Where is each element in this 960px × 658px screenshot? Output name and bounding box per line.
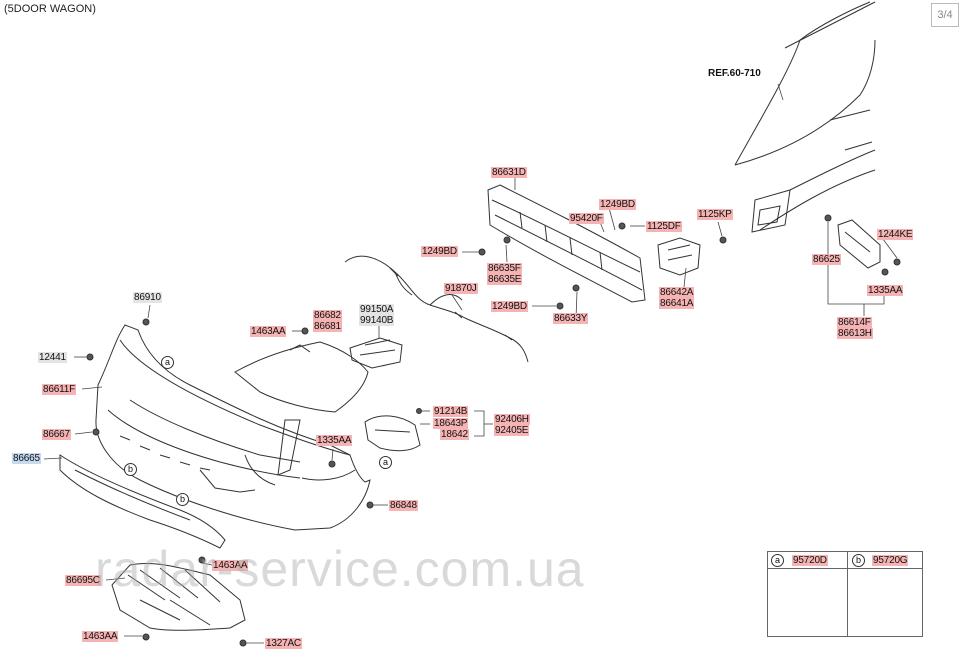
part-label-86614F[interactable]: 86614F [837,317,872,328]
legend-divider [847,552,848,636]
watermark: radar-service.com.ua [95,541,585,597]
callout-a-upper: a [161,356,174,369]
part-label-86642A[interactable]: 86642A [659,287,695,298]
legend-header-line [768,568,922,569]
under-cover [111,562,246,631]
part-label-86641A[interactable]: 86641A [659,298,695,309]
part-label-86635F[interactable]: 86635F [487,263,522,274]
part-label-86695C[interactable]: 86695C [65,575,101,586]
diagram-title: (5DOOR WAGON) [4,3,96,15]
sensor-legend: a 95720D b 95720G [767,551,923,637]
part-label-86631D[interactable]: 86631D [491,167,527,178]
part-label-92405E[interactable]: 92405E [494,425,530,436]
part-label-1463AA-lower[interactable]: 1463AA [82,631,119,642]
part-label-92406H[interactable]: 92406H [494,414,530,425]
wiring-harness [344,255,529,363]
part-label-12441[interactable]: 12441 [38,352,67,363]
part-label-86633Y[interactable]: 86633Y [553,313,589,324]
part-label-1463AA-upper[interactable]: 1463AA [212,560,249,571]
part-label-1125KP[interactable]: 1125KP [697,209,733,220]
part-label-1463AA-garnish[interactable]: 1463AA [250,326,287,337]
part-label-86635E[interactable]: 86635E [487,274,523,285]
part-label-1249BD-lower[interactable]: 1249BD [491,301,528,312]
part-label-99150A[interactable]: 99150A [359,304,395,315]
part-label-91214B[interactable]: 91214B [433,406,469,417]
legend-b-marker: b [852,554,865,567]
lower-spoiler [59,454,226,549]
rear-fog-lamp [364,415,421,452]
part-label-86667[interactable]: 86667 [42,429,71,440]
beam-bracket [657,237,701,276]
part-label-86910[interactable]: 86910 [133,292,162,303]
part-label-86682[interactable]: 86682 [313,310,342,321]
parking-sensor-bracket [349,337,403,369]
part-label-99140B[interactable]: 99140B [359,315,395,326]
part-label-86625[interactable]: 86625 [812,254,841,265]
part-label-1249BD-left[interactable]: 1249BD [421,246,458,257]
fasteners [86,214,901,647]
callout-a-lower: a [379,456,392,469]
part-label-86681[interactable]: 86681 [313,321,342,332]
bumper-beam [487,184,646,303]
part-label-86613H[interactable]: 86613H [837,328,873,339]
bumper-cover [95,324,371,531]
side-bracket [837,219,881,269]
part-label-18642[interactable]: 18642 [440,429,469,440]
part-label-1335AA-bumper[interactable]: 1335AA [316,435,353,446]
part-label-1249BD-top[interactable]: 1249BD [599,199,636,210]
page-indicator: 3/4 [931,3,959,27]
legend-a-marker: a [771,554,784,567]
part-label-1125DF[interactable]: 1125DF [646,221,682,232]
part-label-95720G[interactable]: 95720G [872,555,909,566]
part-label-86665[interactable]: 86665 [12,453,41,464]
callout-b-upper: b [124,463,137,476]
callout-b-lower: b [176,493,189,506]
part-label-91870J[interactable]: 91870J [444,283,478,294]
reference-label: REF.60-710 [708,68,761,79]
part-label-95720D[interactable]: 95720D [792,555,828,566]
part-label-86611F[interactable]: 86611F [42,384,76,395]
garnish-panel [234,341,369,413]
leader-lines [43,83,898,644]
part-label-1327AC[interactable]: 1327AC [265,638,302,649]
part-label-95420F[interactable]: 95420F [569,213,604,224]
part-label-1335AA-bracket[interactable]: 1335AA [867,285,904,296]
part-label-1244KE[interactable]: 1244KE [877,229,914,240]
part-label-86848[interactable]: 86848 [389,500,418,511]
body-quarter-panel [734,1,876,233]
part-label-18643P[interactable]: 18643P [433,418,469,429]
